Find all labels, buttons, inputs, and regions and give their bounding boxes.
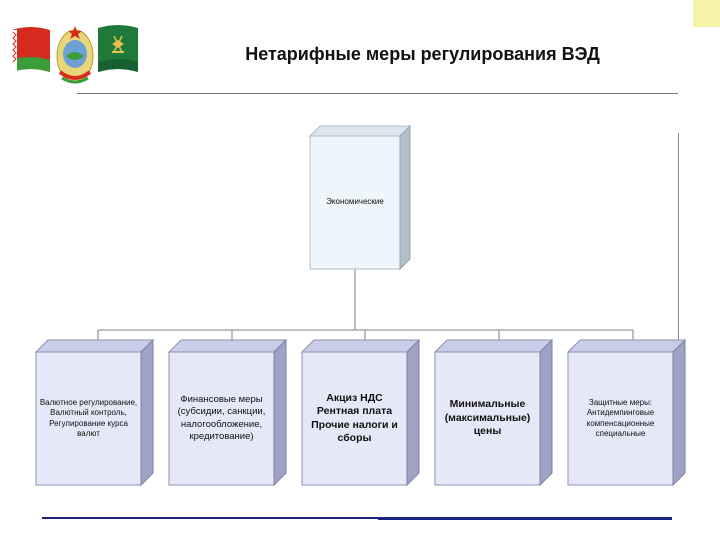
child-node-label: Акциз НДС Рентная плата Прочие налоги и … (311, 391, 398, 444)
corner-tab (693, 0, 720, 27)
child-node-prices: Минимальные (максимальные) цены (433, 338, 554, 487)
child-node-financial: Финансовые меры (субсидии, санкции, нало… (167, 338, 288, 487)
child-node-label: Финансовые меры (субсидии, санкции, нало… (177, 394, 266, 442)
page-title: Нетарифные меры регулирования ВЭД (245, 44, 600, 64)
side-rule (678, 133, 679, 383)
emblem-belarus-icon (56, 26, 94, 84)
child-node-protective: Защитные меры: Антидемпинговые компенсац… (566, 338, 687, 487)
child-node-label: Защитные меры: Антидемпинговые компенсац… (586, 398, 655, 438)
title-divider (77, 93, 678, 94)
root-node: Экономические (308, 124, 412, 271)
root-node-text: Экономические (326, 197, 384, 207)
customs-flag-icon (98, 25, 138, 72)
root-node-label: Экономические (310, 136, 400, 269)
footer-rule-left (42, 517, 378, 519)
flag-belarus-icon (12, 27, 50, 72)
footer-rule-right (378, 517, 672, 520)
child-node-currency: Валютное регулирование, Валютный контрол… (34, 338, 155, 487)
child-node-label: Минимальные (максимальные) цены (444, 398, 531, 438)
child-node-taxes: Акциз НДС Рентная плата Прочие налоги и … (300, 338, 421, 487)
header-emblems (8, 16, 143, 94)
child-node-label: Валютное регулирование, Валютный контрол… (39, 398, 138, 438)
